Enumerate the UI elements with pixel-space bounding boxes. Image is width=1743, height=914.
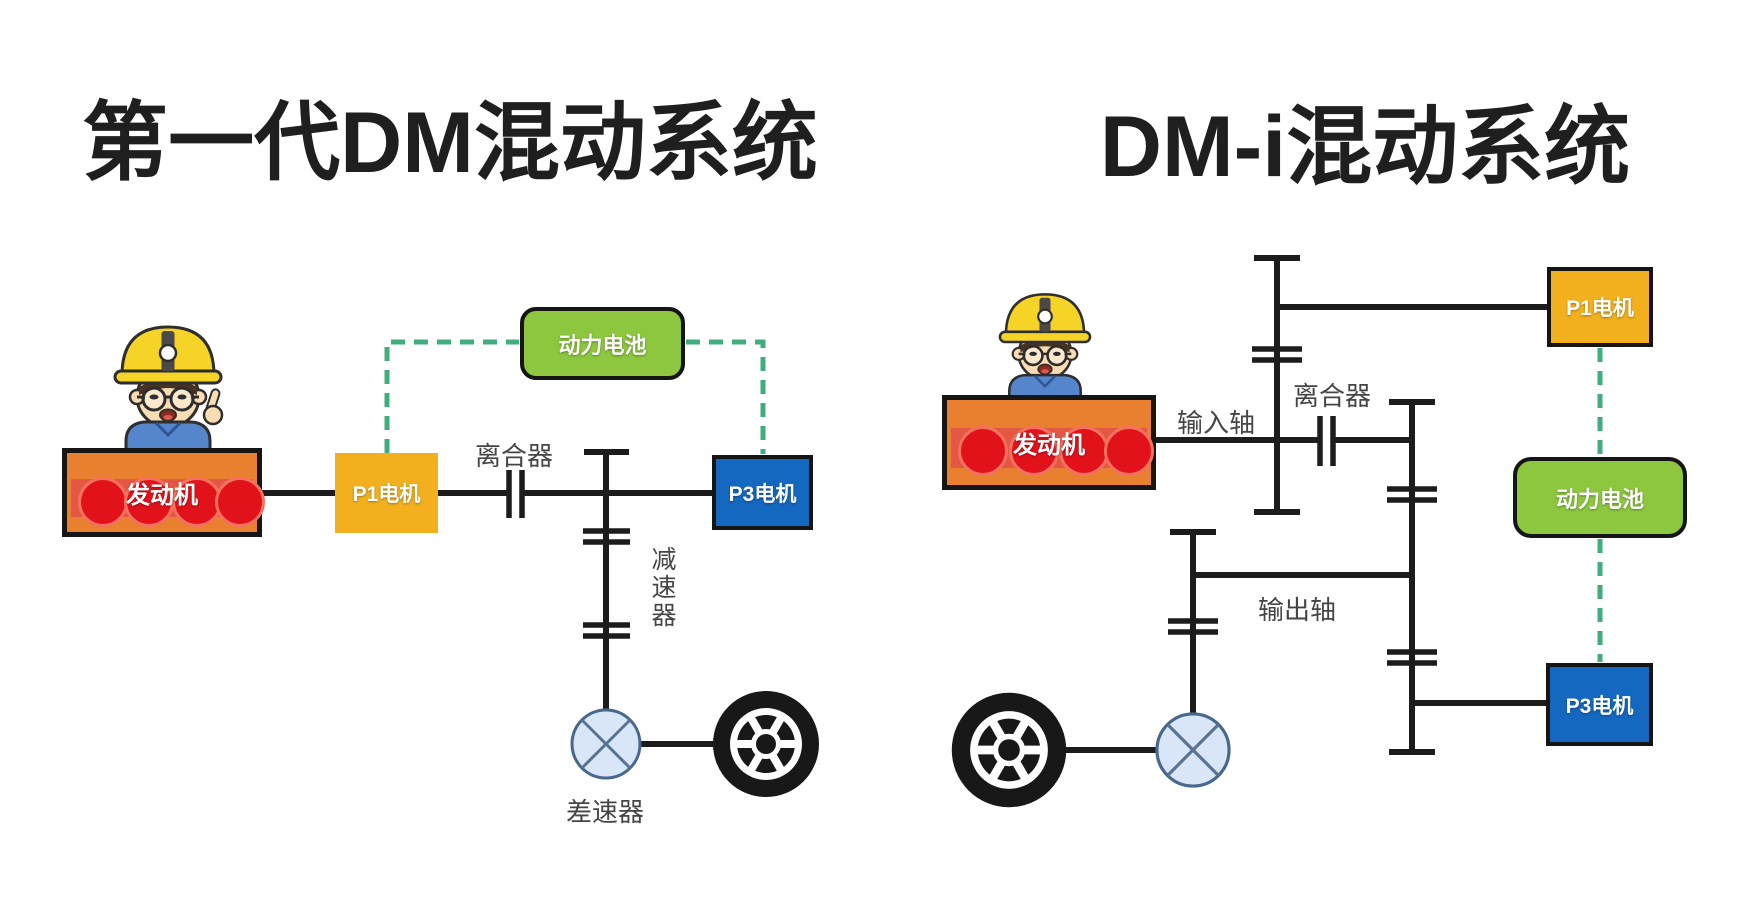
left-clutch-icon <box>506 470 525 518</box>
left-differential-label: 差速器 <box>565 797 645 827</box>
left-engine-cylinder <box>172 477 222 527</box>
left-wheel-icon <box>713 691 819 797</box>
right-input-shaft-label: 输入轴 <box>1176 408 1256 438</box>
left-engine-label: 发动机 <box>126 482 198 509</box>
right-p3-label: P3电机 <box>1565 694 1634 718</box>
right-differential-icon <box>1155 712 1231 788</box>
right-output-shaft-label: 输出轴 <box>1257 595 1337 625</box>
right-engine-cylinder <box>958 426 1008 476</box>
left-engineer-character <box>113 325 224 457</box>
left-p3-label: P3电机 <box>728 482 797 506</box>
right-battery-box: 动力电池 <box>1513 457 1687 538</box>
left-electric-links <box>384 339 766 454</box>
left-engine-cylinder <box>215 477 265 527</box>
right-engine-box: 发动机 <box>942 395 1156 490</box>
left-engine-cylinder <box>124 477 174 527</box>
right-battery-label: 动力电池 <box>1555 486 1644 512</box>
right-engine-cylinder <box>1104 426 1154 476</box>
left-gear-icon-upper <box>583 528 630 545</box>
left-differential-icon <box>570 708 642 780</box>
left-clutch-label: 离合器 <box>474 441 554 471</box>
left-p1-label: P1电机 <box>352 483 421 506</box>
right-wheel-icon <box>952 693 1066 807</box>
left-engine-cylinder <box>78 477 128 527</box>
left-battery-to-p3-link <box>686 339 766 454</box>
pointing-hand <box>202 388 224 426</box>
right-shaft2-gear-icon-upper <box>1387 486 1437 503</box>
left-gear-icon-lower <box>583 622 630 639</box>
right-clutch-label: 离合器 <box>1292 381 1372 411</box>
right-powertrain-linkage <box>1009 255 1547 755</box>
left-battery-to-p1-link <box>384 339 519 453</box>
right-engine-cylinder <box>1009 426 1059 476</box>
right-p1-motor-box: P1电机 <box>1547 267 1653 347</box>
left-reducer-label: 减速器 <box>648 546 676 630</box>
left-p3-motor-box: P3电机 <box>712 455 813 530</box>
left-p1-motor-box: P1电机 <box>335 453 438 533</box>
right-engineer-character <box>998 293 1092 405</box>
right-clutch-icon <box>1317 416 1336 466</box>
right-engine-label: 发动机 <box>1013 432 1085 459</box>
left-battery-label: 动力电池 <box>558 332 647 358</box>
left-diagram-title: 第一代DM混动系统 <box>82 95 818 191</box>
right-shaft1-gear-icon <box>1252 346 1302 363</box>
left-battery-box: 动力电池 <box>520 307 685 380</box>
right-p3-motor-box: P3电机 <box>1546 663 1653 746</box>
left-engine-box: 发动机 <box>62 448 265 537</box>
right-p1-label: P1电机 <box>1566 297 1634 320</box>
right-shaft2-gear-icon-lower <box>1387 649 1437 666</box>
right-shaft3-gear-icon <box>1168 618 1218 635</box>
right-diagram-title: DM-i混动系统 <box>1099 99 1631 195</box>
